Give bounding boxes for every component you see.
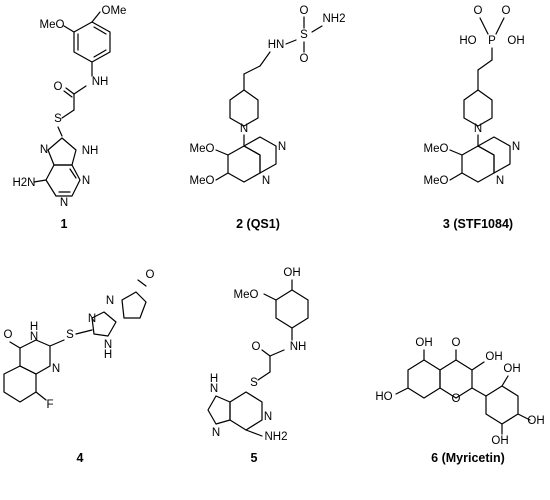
compound-5-imidazole-nh: N xyxy=(210,383,218,395)
compound-2-quinazoline-pyrimidine xyxy=(243,136,277,174)
compound-2-sulfamide-o-bottom: O xyxy=(300,53,309,65)
compound-5-oh: OH xyxy=(283,267,300,279)
compound-3-meo-bottom: MeO xyxy=(424,175,449,187)
compound-5-imidazole-n: N xyxy=(212,427,220,439)
compound-3-n1: N xyxy=(496,175,504,187)
compound-5-imidazole-h: H xyxy=(210,373,218,385)
compound-6-carbonyl-o: O xyxy=(452,337,461,349)
caption-compound-4: 4 xyxy=(77,451,84,465)
compound-5-amine: NH2 xyxy=(264,431,287,443)
compound-1-pyrimidine xyxy=(45,164,81,197)
compound-6-ring-o: O xyxy=(452,393,461,405)
compound-1-meo-left: MeO xyxy=(40,19,65,31)
compound-5: OH MeO NH O S N N H N NH2 5 xyxy=(207,267,309,465)
compound-4-imidazole-h: H xyxy=(104,349,112,361)
compound-1-carbonyl-o: O xyxy=(54,81,63,93)
compound-6-oh-left: HO xyxy=(375,391,392,403)
caption-compound-2: 2 (QS1) xyxy=(236,217,280,231)
compound-5-phenyl-ring xyxy=(275,289,309,329)
compound-4-pyridine-partial xyxy=(121,291,147,319)
compound-3-phosphonate-o-right: O xyxy=(502,5,511,17)
compound-3-quinazoline-pyrimidine xyxy=(477,136,511,174)
compound-6-b-ring xyxy=(485,385,519,425)
compound-1-sulfur: S xyxy=(54,113,62,125)
caption-compound-1: 1 xyxy=(61,217,68,231)
compound-1-n3: N xyxy=(60,197,68,209)
compound-1-ome-top: OMe xyxy=(102,5,127,17)
compound-4-methoxy-o: O xyxy=(146,269,155,281)
compound-3: O O P HO OH N N N MeO MeO 3 (STF1084) xyxy=(424,5,525,231)
compound-1-n9h: NH xyxy=(82,145,99,157)
compound-2-sulfamide-nh2: NH2 xyxy=(322,13,345,25)
compound-4-imidazole-nh: N xyxy=(104,339,112,351)
compound-4-ring-n: N xyxy=(52,363,60,375)
compound-5-amide-nh: NH xyxy=(290,341,307,353)
compound-4-benzo-ring xyxy=(3,365,37,403)
compound-2-sulfamide-hn: HN xyxy=(268,39,285,51)
compound-6-oh-c3: OH xyxy=(485,351,502,363)
compound-2-sulfur: S xyxy=(300,29,308,41)
compound-2-n1: N xyxy=(262,175,270,187)
compound-2: NH2 O S O HN N N N MeO MeO 2 (QS1) xyxy=(190,5,346,231)
compound-4-sulfur: S xyxy=(66,329,74,341)
compound-3-phosphonate-ho: HO xyxy=(459,35,476,47)
compound-3-quinazoline-benzo xyxy=(461,145,495,183)
compound-2-n3: N xyxy=(278,141,286,153)
compound-5-sulfur: S xyxy=(250,377,258,389)
compound-1-n7: N xyxy=(40,144,48,156)
compound-2-meo-top: MeO xyxy=(190,143,215,155)
compound-2-piperidine-n: N xyxy=(240,123,248,135)
compound-6-oh-b-bottom: OH xyxy=(491,435,508,447)
compound-1-phenyl-ring xyxy=(73,21,111,63)
compound-5-imidazole xyxy=(207,395,231,425)
compound-5-meo: MeO xyxy=(234,289,259,301)
compound-4-carbonyl-o: O xyxy=(4,329,13,341)
compound-3-phosphonate-o-left: O xyxy=(474,5,483,17)
compound-5-carbonyl-o: O xyxy=(252,341,261,353)
compound-2-sulfamide-o-top: O xyxy=(300,5,309,17)
caption-compound-5: 5 xyxy=(251,451,258,465)
caption-compound-3: 3 (STF1084) xyxy=(443,217,513,231)
compound-2-quinazoline-benzo xyxy=(227,145,261,183)
compound-4-fluorine: F xyxy=(46,399,53,411)
compound-3-phosphorus: P xyxy=(488,35,496,47)
compound-4-imidazole xyxy=(91,311,117,337)
compound-2-piperidine xyxy=(229,89,259,127)
compound-5-pyridine-n: N xyxy=(264,411,272,423)
compound-3-piperidine xyxy=(463,89,493,127)
compound-1-imidazole xyxy=(47,137,77,166)
compound-4-imidazole-n: N xyxy=(88,313,96,325)
compound-4-ring-nh: N xyxy=(30,331,38,343)
compound-3-piperidine-n: N xyxy=(474,123,482,135)
caption-compound-6: 6 (Myricetin) xyxy=(431,451,505,465)
compound-3-meo-top: MeO xyxy=(424,143,449,155)
compound-5-pyridine-ring xyxy=(229,391,263,431)
compound-1-amine: H2N xyxy=(12,177,35,189)
compound-4: O N N N H S N H N O F 4 xyxy=(3,269,155,465)
compound-2-meo-bottom: MeO xyxy=(190,175,215,187)
compound-1: OMe MeO NH O S N NH N N H2N 1 xyxy=(12,5,126,231)
compound-4-ring-h: H xyxy=(30,321,38,333)
compound-4-pyridine-n: N xyxy=(106,295,114,307)
compound-6-oh-b-top: OH xyxy=(503,363,520,375)
compound-1-amide-nh: NH xyxy=(92,76,109,88)
compound-6-a-ring xyxy=(407,359,441,399)
compound-6-oh-top-left: OH xyxy=(415,337,432,349)
compound-6-oh-b-right: OH xyxy=(527,415,544,427)
compound-3-n3: N xyxy=(512,141,520,153)
compound-6: OH O HO O OH OH OH OH 6 (Myricetin) xyxy=(375,337,544,465)
compound-3-phosphonate-oh: OH xyxy=(507,35,524,47)
compound-1-n1: N xyxy=(82,175,90,187)
